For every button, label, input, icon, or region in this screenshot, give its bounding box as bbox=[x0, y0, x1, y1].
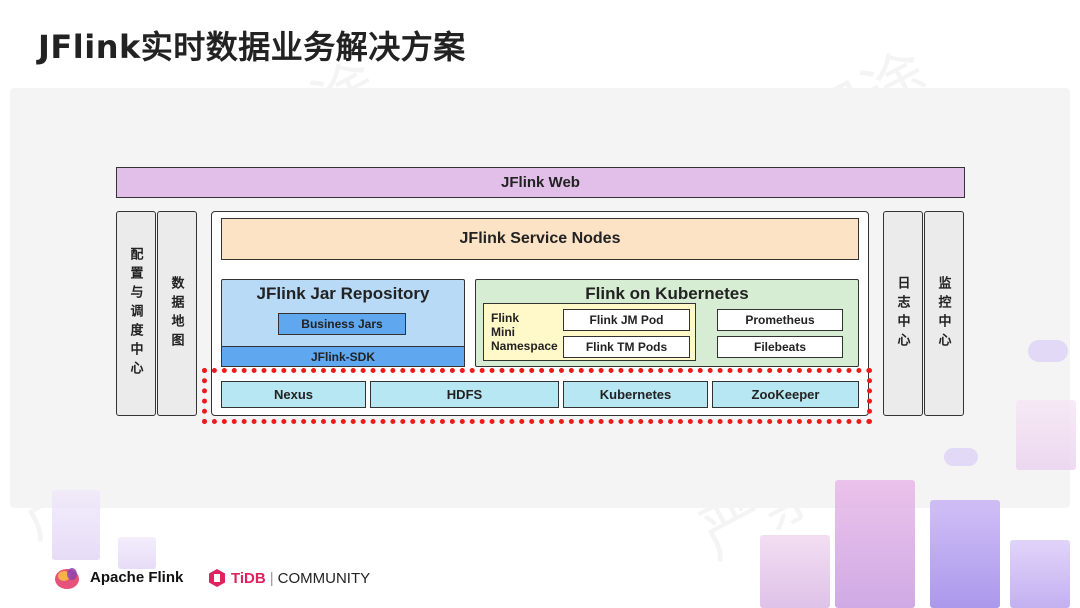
decor-cube-icon bbox=[52, 490, 100, 560]
hdfs-box: HDFS bbox=[370, 381, 559, 408]
decor-building-icon bbox=[760, 535, 830, 608]
cloud-icon bbox=[1028, 340, 1068, 362]
jflink-web-box: JFlink Web bbox=[116, 167, 965, 198]
decor-building-icon bbox=[835, 480, 915, 608]
zookeeper-box: ZooKeeper bbox=[712, 381, 859, 408]
tidb-community-logo: TiDB | COMMUNITY bbox=[207, 568, 370, 588]
decor-building-icon bbox=[930, 500, 1000, 608]
monitor-center: 监控中心 bbox=[924, 211, 964, 416]
log-center: 日志中心 bbox=[883, 211, 923, 416]
community-label: COMMUNITY bbox=[277, 569, 371, 587]
flink-squirrel-icon bbox=[55, 568, 79, 589]
business-jars-box: Business Jars bbox=[278, 313, 406, 335]
namespace-line: Namespace bbox=[491, 339, 558, 353]
config-scheduling-center: 配置与调度中心 bbox=[116, 211, 156, 416]
jflink-sdk-box: JFlink-SDK bbox=[221, 346, 465, 367]
apache-flink-label: Apache Flink bbox=[90, 568, 184, 586]
separator: | bbox=[269, 569, 274, 587]
data-map: 数据地图 bbox=[157, 211, 197, 416]
tm-pods-box: Flink TM Pods bbox=[563, 336, 690, 358]
namespace-line: Flink bbox=[491, 311, 520, 325]
page-title: JFlink实时数据业务解决方案 bbox=[38, 28, 466, 66]
apache-flink-logo: Apache Flink bbox=[52, 562, 183, 592]
highlight-dashed-border bbox=[202, 368, 872, 424]
namespace-line: Mini bbox=[491, 325, 515, 339]
decor-cube-icon bbox=[118, 537, 156, 569]
service-nodes-box: JFlink Service Nodes bbox=[221, 218, 859, 260]
nexus-box: Nexus bbox=[221, 381, 366, 408]
kubernetes-box: Kubernetes bbox=[563, 381, 708, 408]
jm-pod-box: Flink JM Pod bbox=[563, 309, 690, 331]
cloud-icon bbox=[944, 448, 978, 466]
decor-panel-icon bbox=[1016, 400, 1076, 470]
filebeats-box: Filebeats bbox=[717, 336, 843, 358]
tidb-logo-icon bbox=[209, 569, 225, 587]
prometheus-box: Prometheus bbox=[717, 309, 843, 331]
decor-building-icon bbox=[1010, 540, 1070, 608]
tidb-label: TiDB bbox=[231, 569, 266, 587]
